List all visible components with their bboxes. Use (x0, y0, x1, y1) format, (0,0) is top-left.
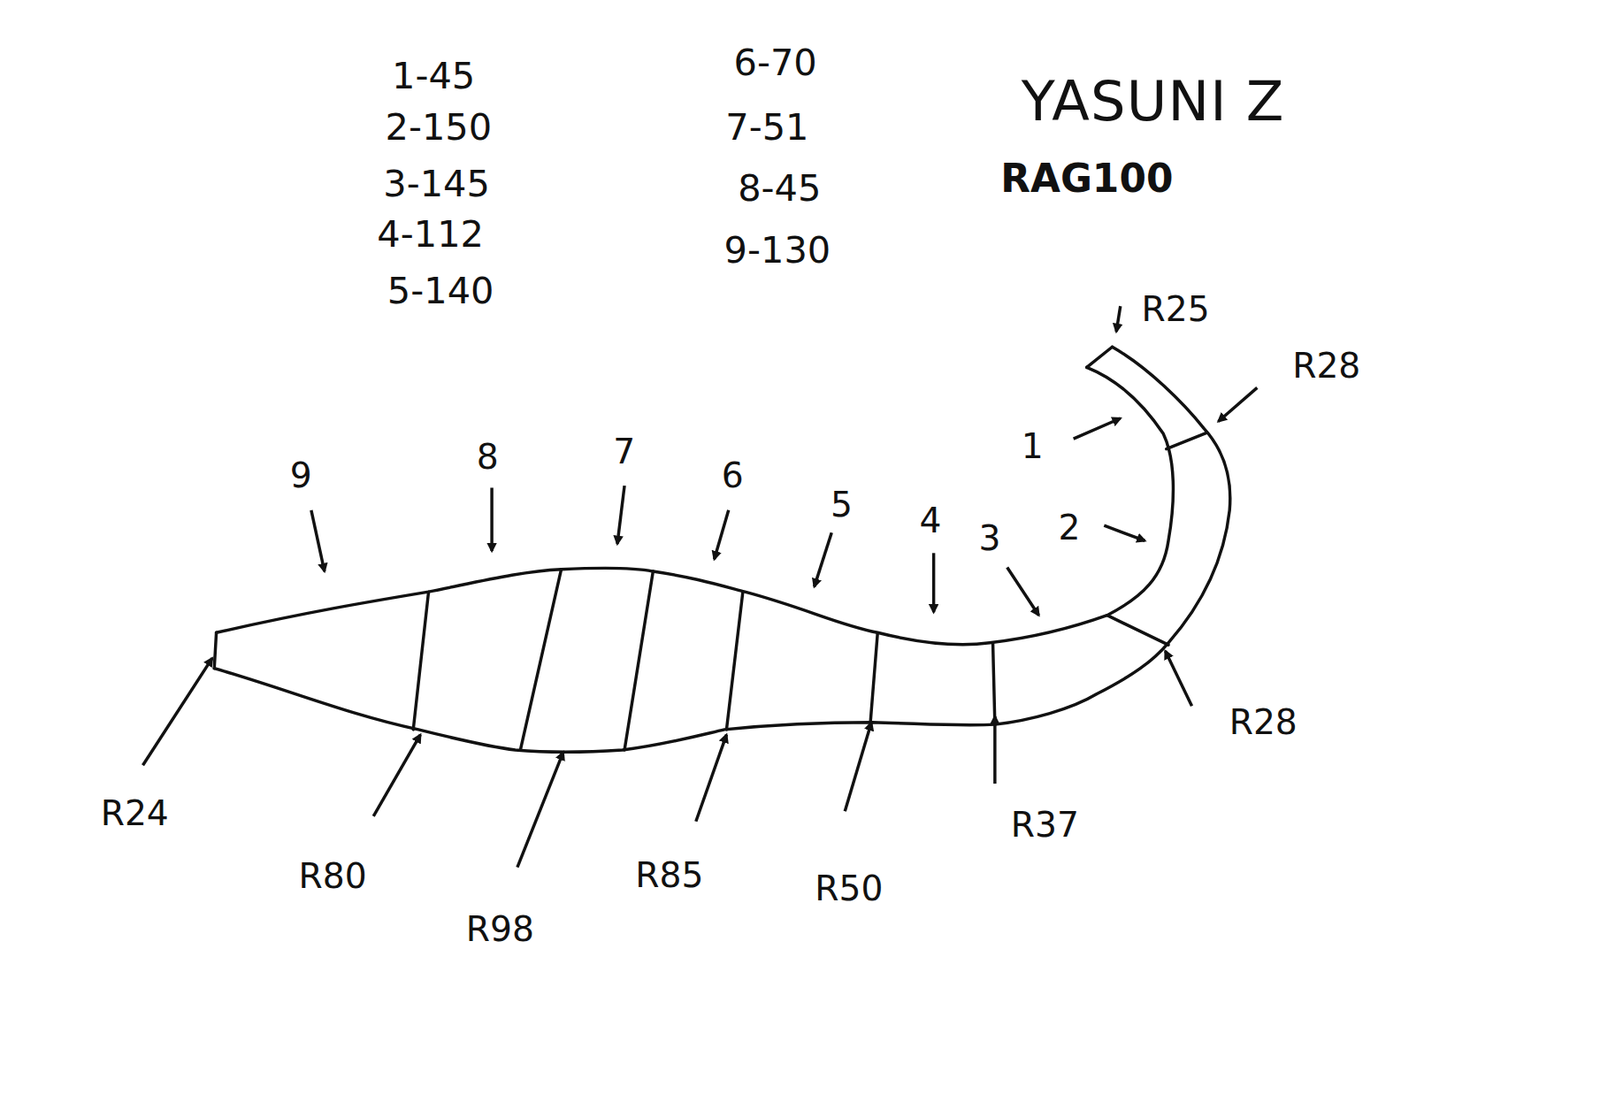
callout-label: 8 (476, 438, 499, 474)
dimension-entry: 7-51 (725, 108, 809, 146)
callout-label: 4 (918, 503, 942, 538)
callout-label: R80 (298, 857, 367, 893)
callout-label: R50 (814, 870, 883, 905)
callout-label: R28 (1292, 347, 1361, 383)
callout-label: 2 (1057, 510, 1080, 545)
callout-label: R28 (1229, 704, 1298, 739)
callout-label: 7 (612, 433, 636, 468)
callout-label: 3 (978, 520, 1001, 555)
dimension-entry: 9-130 (724, 231, 832, 269)
callout-label: R25 (1140, 291, 1210, 327)
dimension-entry: 6-70 (734, 45, 818, 83)
callout-label: R98 (466, 911, 535, 946)
note: RAG100 (1000, 159, 1173, 199)
dimension-entry: 5-140 (387, 272, 495, 310)
callout-label: 6 (721, 458, 744, 493)
dimension-entry: 2-150 (385, 108, 493, 146)
callout-label: R24 (100, 796, 169, 831)
callout-label: 9 (290, 458, 313, 493)
callout-label: R85 (635, 857, 704, 892)
callout-label: 5 (830, 486, 853, 521)
dimension-entry: 8-45 (737, 170, 821, 208)
dimension-entry: 3-145 (382, 165, 490, 203)
dimension-entry: 4-112 (376, 216, 484, 254)
title: YASUNI Z (1021, 74, 1286, 130)
callout-label: 1 (1021, 428, 1044, 464)
dimension-entry: 1-45 (391, 58, 475, 96)
callout-label: R37 (1010, 807, 1080, 843)
